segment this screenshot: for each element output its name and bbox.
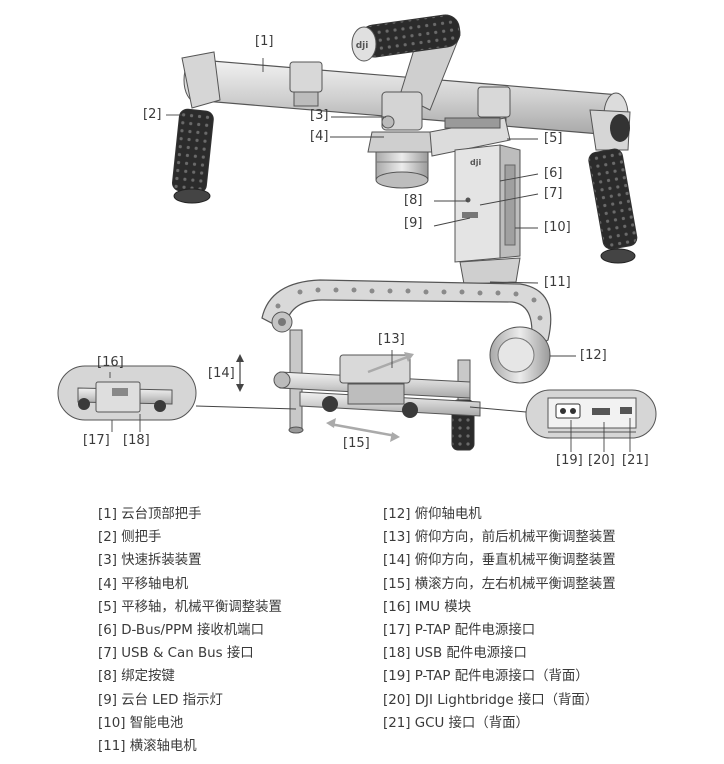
callout-11: [11] (544, 275, 571, 290)
arrow-13 (367, 352, 414, 374)
callout-15: [15] (343, 436, 370, 451)
legend-item-13: [13] 俯仰方向，前后机械平衡调整装置 (383, 530, 616, 546)
callout-8: [8] (404, 193, 423, 208)
legend-item-2: [2] 侧把手 (98, 530, 162, 546)
gimbal-diagram: dji (57, 14, 657, 452)
legend-item-17: [17] P-TAP 配件电源接口 (383, 623, 536, 639)
leader-lines (109, 58, 631, 452)
legend-item-3: [3] 快速拆装装置 (98, 553, 202, 569)
callout-21: [21] (622, 453, 649, 468)
legend-item-5: [5] 平移轴，机械平衡调整装置 (98, 599, 282, 615)
legend-item-10: [10] 智能电池 (98, 715, 184, 731)
legend-item-9: [9] 云台 LED 指示灯 (98, 692, 223, 708)
callout-2: [2] (143, 107, 162, 122)
legend-item-15: [15] 横滚方向，左右机械平衡调整装置 (383, 576, 616, 592)
bar-clamp-left (289, 61, 323, 107)
legend-item-21: [21] GCU 接口（背面） (383, 715, 529, 731)
box-logo: dji (470, 158, 481, 167)
legend-item-12: [12] 俯仰轴电机 (383, 507, 482, 522)
callout-13: [13] (378, 332, 405, 347)
u-frame (261, 279, 552, 352)
callout-3: [3] (310, 108, 329, 123)
callout-4: [4] (310, 129, 329, 144)
quick-release (381, 91, 423, 131)
rear-panel-inset (469, 389, 657, 439)
pan-motor (367, 131, 437, 189)
arrow-14 (236, 354, 244, 392)
legend-item-18: [18] USB 配件电源接口 (383, 646, 527, 662)
camera-cage (273, 329, 481, 451)
callout-10: [10] (544, 220, 571, 235)
legend-item-4: [4] 平移轴电机 (98, 576, 189, 592)
callout-14: [14] (208, 366, 235, 381)
callout-12: [12] (580, 348, 607, 363)
legend-item-7: [7] USB & Can Bus 接口 (98, 646, 254, 662)
legend-item-11: [11] 横滚轴电机 (98, 739, 197, 755)
legend-item-16: [16] IMU 模块 (383, 599, 472, 615)
legend-item-1: [1] 云台顶部把手 (98, 507, 202, 522)
arrow-15 (326, 418, 400, 442)
legend-item-20: [20] DJI Lightbridge 接口（背面） (383, 692, 599, 708)
callout-20: [20] (588, 453, 615, 468)
callout-18: [18] (123, 433, 150, 448)
callout-17: [17] (83, 433, 110, 448)
top-grip-handle: dji (351, 14, 461, 111)
tilt-motor (489, 326, 551, 384)
callout-16: [16] (97, 355, 124, 370)
legend-left: [1] 云台顶部把手 [2] 侧把手 [3] 快速拆装装置 [4] 平移轴电机 … (98, 503, 282, 758)
legend-right: [12] 俯仰轴电机 [13] 俯仰方向，前后机械平衡调整装置 [14] 俯仰方… (383, 503, 616, 735)
legend-item-19: [19] P-TAP 配件电源接口（背面） (383, 669, 589, 685)
legend-item-14: [14] 俯仰方向，垂直机械平衡调整装置 (383, 553, 616, 569)
callout-1: [1] (255, 34, 274, 49)
callout-7: [7] (544, 186, 563, 201)
legend-item-6: [6] D-Bus/PPM 接收机端口 (98, 623, 264, 639)
callout-19: [19] (556, 453, 583, 468)
top-handle-logo: dji (356, 41, 369, 51)
callout-5: [5] (544, 131, 563, 146)
pan-balance-arm (429, 117, 511, 157)
callout-9: [9] (404, 216, 423, 231)
legend-item-8: [8] 绑定按键 (98, 669, 175, 685)
roll-motor (459, 257, 521, 285)
imu-inset (57, 365, 297, 421)
control-box: dji (454, 144, 521, 263)
left-side-handle (171, 51, 221, 204)
right-side-handle (588, 109, 638, 264)
callout-6: [6] (544, 166, 563, 181)
